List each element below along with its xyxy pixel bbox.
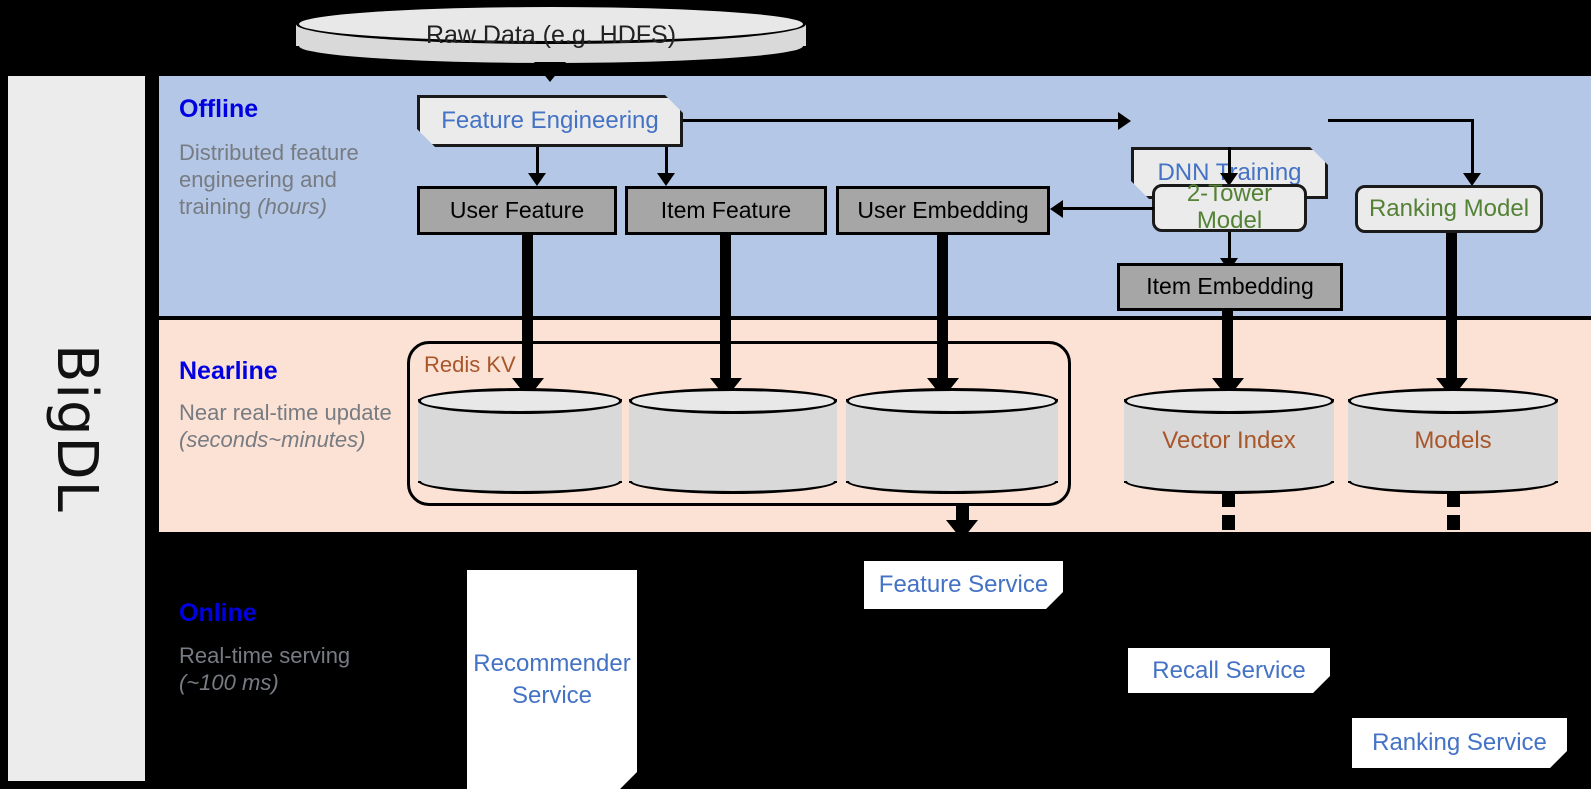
stage-desc-online: Real-time serving (~100 ms): [179, 643, 351, 695]
recommender-service-label: Recommender Service: [473, 650, 631, 709]
feature-engineering-node[interactable]: Feature Engineering: [417, 95, 683, 147]
connector-twotower-itememb: [1228, 232, 1231, 258]
feature-engineering-label: Feature Engineering: [441, 106, 659, 134]
ranking-service-node[interactable]: Ranking Service: [1352, 718, 1567, 768]
arrowhead-redis-featureservice: [946, 520, 978, 540]
arrowhead-dnn-ranking: [1463, 173, 1481, 186]
item-embedding-node[interactable]: Item Embedding: [1117, 263, 1343, 311]
arrowhead-fe-itemfeature: [657, 173, 675, 186]
connector-stub-models-2: [1447, 515, 1460, 530]
item-embedding-label: Item Embedding: [1146, 273, 1314, 300]
user-embedding-label: User Embedding: [857, 196, 1029, 223]
connector-fe-dnn: [683, 119, 1118, 122]
stage-desc-nearline: Near real-time update (seconds~minutes): [179, 400, 392, 452]
connector-rankingmodel-models: [1446, 233, 1457, 383]
recall-service-label: Recall Service: [1152, 656, 1306, 684]
item-feature-label: Item Feature: [660, 196, 792, 223]
raw-data-cylinder: Raw Data (e.g. HDFS): [296, 4, 806, 66]
cylinder-cap: [418, 401, 622, 481]
connector-dnn-twotower: [1228, 147, 1231, 173]
bigdl-sidebar-label-wrap: BigDL: [8, 76, 145, 781]
bigdl-sidebar: BigDL: [8, 76, 145, 781]
recall-service-node[interactable]: Recall Service: [1128, 648, 1330, 693]
item-feature-node[interactable]: Item Feature: [625, 186, 827, 235]
redis-cylinder-item-feature: [629, 388, 837, 494]
arrowhead-twotower-userembedding: [1050, 200, 1063, 218]
ranking-service-label: Ranking Service: [1372, 729, 1547, 757]
redis-kv-container: [407, 341, 1071, 506]
ranking-model-label: Ranking Model: [1368, 194, 1530, 222]
user-embedding-node[interactable]: User Embedding: [836, 186, 1050, 235]
user-feature-node[interactable]: User Feature: [417, 186, 617, 235]
connector-dnn-ranking-v: [1471, 119, 1474, 173]
connector-itemfeature-store: [720, 235, 731, 383]
bigdl-sidebar-label: BigDL: [44, 344, 109, 513]
redis-kv-label: Redis KV: [424, 352, 516, 377]
connector-itememb-vectorindex: [1222, 311, 1233, 383]
cylinder-cap: [1348, 401, 1558, 481]
models-cylinder: Models: [1348, 388, 1558, 494]
ranking-model-node[interactable]: Ranking Model: [1355, 185, 1543, 233]
two-tower-model-label: 2-Tower Model: [1186, 180, 1273, 234]
feature-service-label: Feature Service: [878, 571, 1049, 599]
vector-index-label: Vector Index: [1162, 427, 1296, 454]
arrowhead-dnn-twotower: [1220, 173, 1238, 186]
redis-cylinder-user-feature: [418, 388, 622, 494]
cylinder-cap: [1124, 401, 1334, 481]
cylinder-top: [846, 388, 1058, 414]
stage-title-online: Online: [179, 599, 257, 627]
cylinder-top: [1124, 388, 1334, 414]
feature-service-node[interactable]: Feature Service: [864, 561, 1063, 609]
vector-index-cylinder: Vector Index: [1124, 388, 1334, 494]
cylinder-top: [418, 388, 622, 414]
stage-desc-offline: Distributed feature engineering and trai…: [179, 140, 359, 219]
user-feature-label: User Feature: [449, 196, 585, 223]
connector-stub-vectorindex-2: [1222, 515, 1235, 530]
connector-fe-itemfeature: [665, 147, 668, 173]
connector-fe-userfeature: [536, 147, 539, 173]
connector-userfeature-store: [522, 235, 533, 383]
connector-stub-vectorindex-1: [1222, 492, 1235, 507]
connector-twotower-userembedding: [1063, 207, 1154, 210]
cylinder-top: [629, 388, 837, 414]
arrowhead-fe-dnn: [1118, 112, 1131, 130]
connector-dnn-ranking-h: [1328, 119, 1474, 122]
cylinder-cap: [629, 401, 837, 481]
arrowhead-rawdata-fe: [534, 62, 566, 82]
connector-stub-redis-featureservice: [956, 506, 969, 521]
redis-cylinder-user-embedding: [846, 388, 1058, 494]
cylinder-cap: [846, 401, 1058, 481]
arrowhead-fe-userfeature: [528, 173, 546, 186]
two-tower-model-node[interactable]: 2-Tower Model: [1152, 180, 1307, 234]
connector-userembedding-store: [937, 235, 948, 383]
models-label: Models: [1414, 427, 1492, 454]
connector-stub-models-1: [1447, 492, 1460, 507]
stage-title-nearline: Nearline: [179, 357, 278, 385]
raw-data-label: Raw Data (e.g. HDFS): [425, 20, 677, 49]
recommender-service-node[interactable]: Recommender Service: [467, 570, 637, 789]
cylinder-top: [1348, 388, 1558, 414]
cylinder-top: [296, 4, 806, 44]
stage-title-offline: Offline: [179, 95, 259, 123]
